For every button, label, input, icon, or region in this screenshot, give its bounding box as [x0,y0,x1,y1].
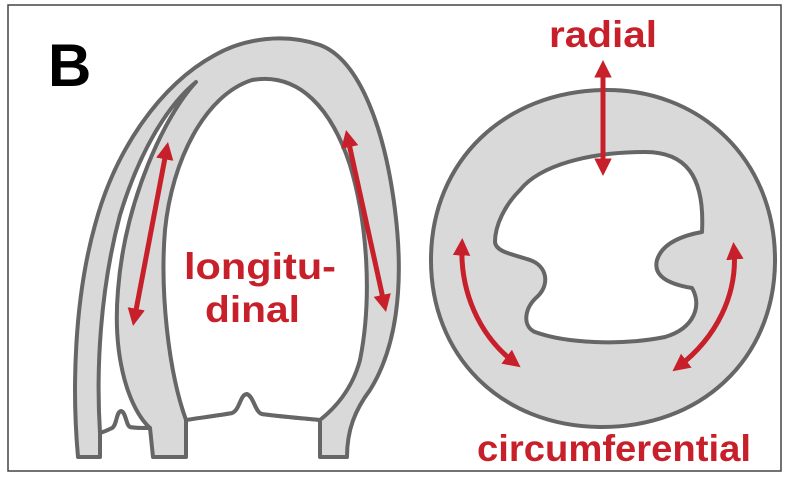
long-axis-heart-view: longitu- dinal [75,38,399,457]
radial-label: radial [549,14,657,55]
circumferential-label: circumferential [477,428,751,469]
longitudinal-label-line-1: longitu- [184,246,336,287]
panel-label: B [48,32,91,99]
short-axis-ring-view: radial circumferential [431,14,775,469]
longitudinal-label-line-2: dinal [205,289,300,330]
